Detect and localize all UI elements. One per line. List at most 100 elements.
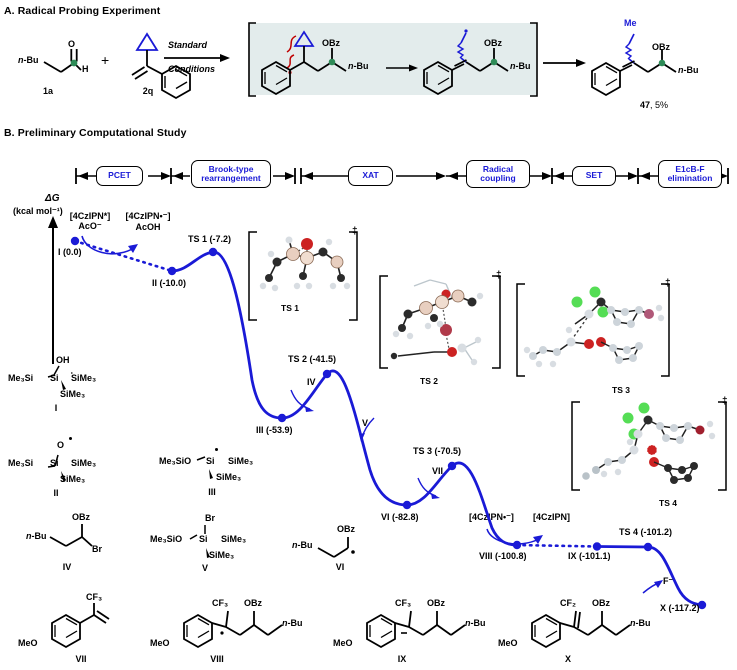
structure-III-label: III (208, 487, 216, 497)
point-label-IX: IX (-101.1) (568, 551, 611, 561)
structure-I-down: SiMe₃ (60, 389, 86, 399)
label-nbu-product: n-Bu (678, 65, 699, 75)
axis-units: (kcal mol⁻¹) (13, 206, 63, 216)
plus-sign: + (101, 52, 110, 68)
structure-V-right: SiMe₃ (221, 534, 247, 544)
arrow-label-top: Standard (168, 40, 208, 50)
structure-VIII-label: VIII (210, 654, 224, 664)
point-label-TS3: TS 3 (-70.5) (413, 446, 462, 456)
structure-product-47 (591, 33, 677, 97)
reactant-1a-label: 1a (42, 86, 53, 96)
point-VIII (512, 540, 522, 550)
panel-a-title: A. Radical Probing Experiment (4, 5, 161, 17)
point-label-I: I (0.0) (58, 247, 82, 257)
label-nbu-int2: n-Bu (510, 61, 531, 71)
structure-IV-label: IV (62, 562, 72, 572)
label-obz-product: OBz (652, 42, 670, 52)
structure-VI-nbu: n-Bu (292, 540, 313, 550)
structure-II-top: O (57, 440, 65, 450)
structure-IX-nbu: n-Bu (465, 618, 486, 628)
ts3-model-image (516, 283, 670, 377)
structure-intermediate-2 (423, 29, 509, 96)
structure-II-label: II (53, 488, 59, 498)
point-X (697, 600, 707, 610)
label-nbu-int1: n-Bu (348, 61, 369, 71)
ts1-model-label: TS 1 (281, 303, 299, 313)
reagent-1-line1: [4CzIPN*] (69, 211, 111, 221)
reagent-group-1: [4CzIPN*] AcO⁻ (61, 211, 119, 232)
species-label-VII: VII (432, 466, 444, 476)
point-TS2 (322, 369, 332, 379)
structure-I-label: I (54, 403, 58, 413)
reagent-1-line2: AcO⁻ (78, 221, 102, 231)
reagent-group-2: [4CzIPN•⁻] AcOH (118, 211, 178, 232)
intermediate-brackets (248, 22, 538, 97)
structure-II-bonds (47, 454, 66, 481)
point-I (70, 236, 80, 246)
structure-III-left: Me₃SiO (159, 456, 192, 466)
species-label-IV: IV (307, 377, 316, 387)
structure-X-label: X (564, 654, 571, 664)
reaction-arrow-2 (386, 64, 418, 72)
structure-X-nbu: n-Bu (630, 618, 651, 628)
structure-VII-meo: MeO (18, 638, 38, 648)
species-label-V: V (362, 418, 369, 428)
step-e1cb-elimination[interactable]: E1cB-F elimination (658, 160, 722, 188)
reagent-2-line1: [4CzIPN•⁻] (125, 211, 171, 221)
structure-II-center: Si (50, 458, 59, 468)
point-III (277, 413, 287, 423)
ts3-model-label: TS 3 (612, 385, 630, 395)
structure-IV-obz: OBz (72, 512, 90, 522)
structure-VIII-cf3: CF₃ (212, 598, 229, 608)
step-pcet-label: PCET (108, 170, 131, 181)
ts2-dagger-icon: ‡ (496, 270, 502, 281)
reactant-2q-label: 2q (142, 86, 154, 96)
intermediate-highlight-band (249, 23, 536, 95)
ts1-model-image (248, 231, 358, 321)
structure-IV-br: Br (92, 544, 103, 554)
ts4-dagger-icon: ‡ (722, 396, 728, 407)
structure-VI-bonds (317, 537, 355, 558)
structure-1a (43, 49, 82, 73)
ts4-model-label: TS 4 (659, 498, 677, 508)
product-number: 47 (640, 100, 651, 110)
point-TS3 (447, 461, 457, 471)
step-pcet[interactable]: PCET (96, 166, 143, 186)
structure-III-right: SiMe₃ (228, 456, 254, 466)
point-label-II: II (-10.0) (152, 278, 187, 288)
step-brook-rearrangement[interactable]: Brook-type rearrangement (191, 160, 271, 188)
structure-II-down: SiMe₃ (60, 474, 86, 484)
structure-I-top: OH (56, 355, 70, 365)
structure-VI-label: VI (335, 562, 345, 572)
product-caption: 47, 5% (640, 100, 668, 110)
label-obz-int2: OBz (484, 38, 502, 48)
structure-IX-meo: MeO (333, 638, 353, 648)
step-radical-coupling[interactable]: Radical coupling (466, 160, 530, 188)
fluoride-arrow (642, 580, 663, 594)
structure-VIII-nbu: n-Bu (282, 618, 303, 628)
label-obz-int1: OBz (322, 38, 340, 48)
structure-VIII-skeleton (183, 610, 283, 649)
label-o-1a: O (68, 39, 76, 49)
reagent-5-fluoride: F⁻ (663, 576, 674, 586)
step-brook-label: Brook-type rearrangement (201, 163, 261, 183)
structure-IV-nbu: n-Bu (26, 531, 47, 541)
structure-V-left: Me₃SiO (150, 534, 183, 544)
structure-III-radical-dot (215, 448, 218, 451)
point-label-III: III (-53.9) (256, 425, 293, 435)
ts4-model-image (571, 401, 727, 491)
step-xat[interactable]: XAT (348, 166, 393, 186)
label-me-product: Me (624, 18, 637, 28)
structure-VIII-obz: OBz (244, 598, 262, 608)
reaction-arrow-3 (543, 59, 586, 67)
pcet-curved-arrow (81, 235, 138, 255)
structure-I-center: Si (50, 373, 59, 383)
ts2-model-image (379, 275, 501, 369)
structure-IX-obz: OBz (427, 598, 445, 608)
ts1-dagger-icon: ‡ (352, 226, 358, 237)
point-VI (402, 500, 412, 510)
structure-V-center: Si (199, 534, 208, 544)
panel-b-title: B. Preliminary Computational Study (4, 127, 187, 139)
step-set[interactable]: SET (572, 166, 616, 186)
